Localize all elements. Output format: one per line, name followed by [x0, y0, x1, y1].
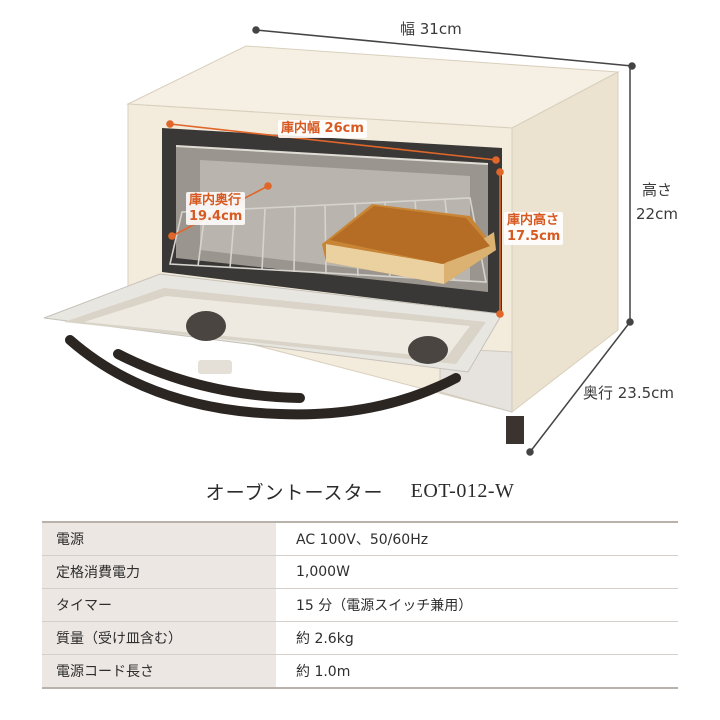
inner-width-line — [166, 120, 500, 164]
height-dimension-line — [626, 66, 634, 326]
inner-height-label: 庫内高さ — [507, 213, 560, 228]
height-value: 22cm — [636, 205, 678, 223]
width-label: 幅 31cm — [400, 20, 462, 38]
open-door — [43, 273, 503, 373]
spec-label: 電源コード長さ — [42, 654, 276, 689]
spec-value: 1,000W — [276, 555, 678, 589]
table-row: タイマー 15 分（電源スイッチ兼用） — [42, 588, 678, 622]
spec-label: タイマー — [42, 588, 276, 622]
inner-depth-label: 庫内奥行 — [189, 193, 242, 208]
depth-label: 奥行 23.5cm — [583, 384, 675, 402]
inner-height-label-box: 庫内高さ 17.5cm — [504, 212, 564, 246]
inner-width-label: 庫内幅 26cm — [278, 120, 367, 138]
table-row: 電源 AC 100V、50/60Hz — [42, 521, 678, 556]
spec-table: 電源 AC 100V、50/60Hz 定格消費電力 1,000W タイマー 15… — [42, 521, 678, 689]
spec-value: AC 100V、50/60Hz — [276, 521, 678, 556]
spec-value: 15 分（電源スイッチ兼用） — [276, 588, 678, 622]
inner-height-line — [496, 168, 504, 318]
handle-badge — [198, 360, 232, 374]
spec-value: 約 1.0m — [276, 654, 678, 689]
table-row: 定格消費電力 1,000W — [42, 555, 678, 589]
product-title: オーブントースター EOT-012-W — [0, 478, 720, 518]
toast-slice — [322, 204, 496, 284]
inner-depth-value: 19.4cm — [189, 208, 243, 224]
product-illustration: 幅 31cm 高さ 22cm 奥行 23.5cm 庫内幅 26cm 庫内奥行 1… — [43, 20, 678, 456]
table-row: 質量（受け皿含む） 約 2.6kg — [42, 621, 678, 655]
spec-label: 定格消費電力 — [42, 555, 276, 589]
spec-value: 約 2.6kg — [276, 621, 678, 655]
product-model: EOT-012-W — [410, 480, 515, 502]
depth-dimension-line — [526, 321, 631, 456]
table-row: 電源コード長さ 約 1.0m — [42, 654, 678, 689]
inner-height-value: 17.5cm — [507, 228, 561, 244]
product-name: オーブントースター — [205, 482, 384, 504]
door-handle — [65, 335, 461, 420]
toaster-oven-image — [43, 26, 636, 456]
spec-label: 電源 — [42, 521, 276, 556]
spec-label: 質量（受け皿含む） — [42, 621, 276, 655]
height-label: 高さ — [642, 181, 673, 199]
inner-depth-label-box: 庫内奥行 19.4cm — [186, 192, 246, 226]
